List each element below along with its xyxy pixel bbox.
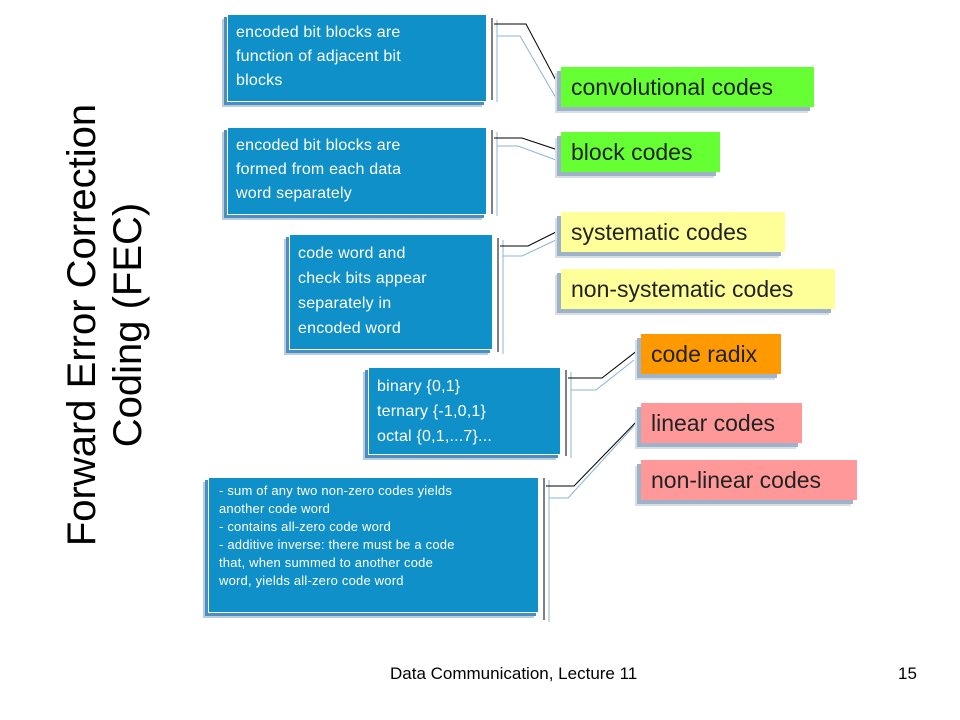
- connector-radix: [565, 349, 639, 458]
- convolutional-description: encoded bit blocks are function of adjac…: [227, 14, 487, 102]
- title-line-1: Forward Error Correction: [60, 103, 104, 547]
- connector-block: [491, 130, 559, 216]
- label-linear-codes: linear codes: [641, 403, 802, 443]
- page-number: 15: [898, 664, 917, 683]
- title-line-2: Coding (FEC): [106, 202, 150, 448]
- block-description: encoded bit blocks are formed from each …: [227, 127, 487, 215]
- linear-description: - sum of any two non-zero codes yields a…: [208, 477, 539, 613]
- systematic-description: code word and check bits appear separate…: [289, 234, 493, 350]
- label-systematic-codes: systematic codes: [561, 212, 785, 252]
- label-convolutional-codes: convolutional codes: [561, 67, 814, 107]
- label-code-radix: code radix: [641, 334, 781, 374]
- radix-description: binary {0,1} ternary {-1,0,1} octal {0,1…: [368, 367, 561, 455]
- label-non-systematic-codes: non-systematic codes: [561, 269, 835, 309]
- footer-course: Data Communication, Lecture 11: [390, 664, 638, 683]
- label-block-codes: block codes: [561, 132, 720, 172]
- label-non-linear-codes: non-linear codes: [641, 460, 857, 500]
- connector-convolutional: [491, 18, 561, 102]
- connector-systematic: [497, 229, 561, 354]
- vertical-title: Forward Error Correction Coding (FEC): [50, 80, 160, 570]
